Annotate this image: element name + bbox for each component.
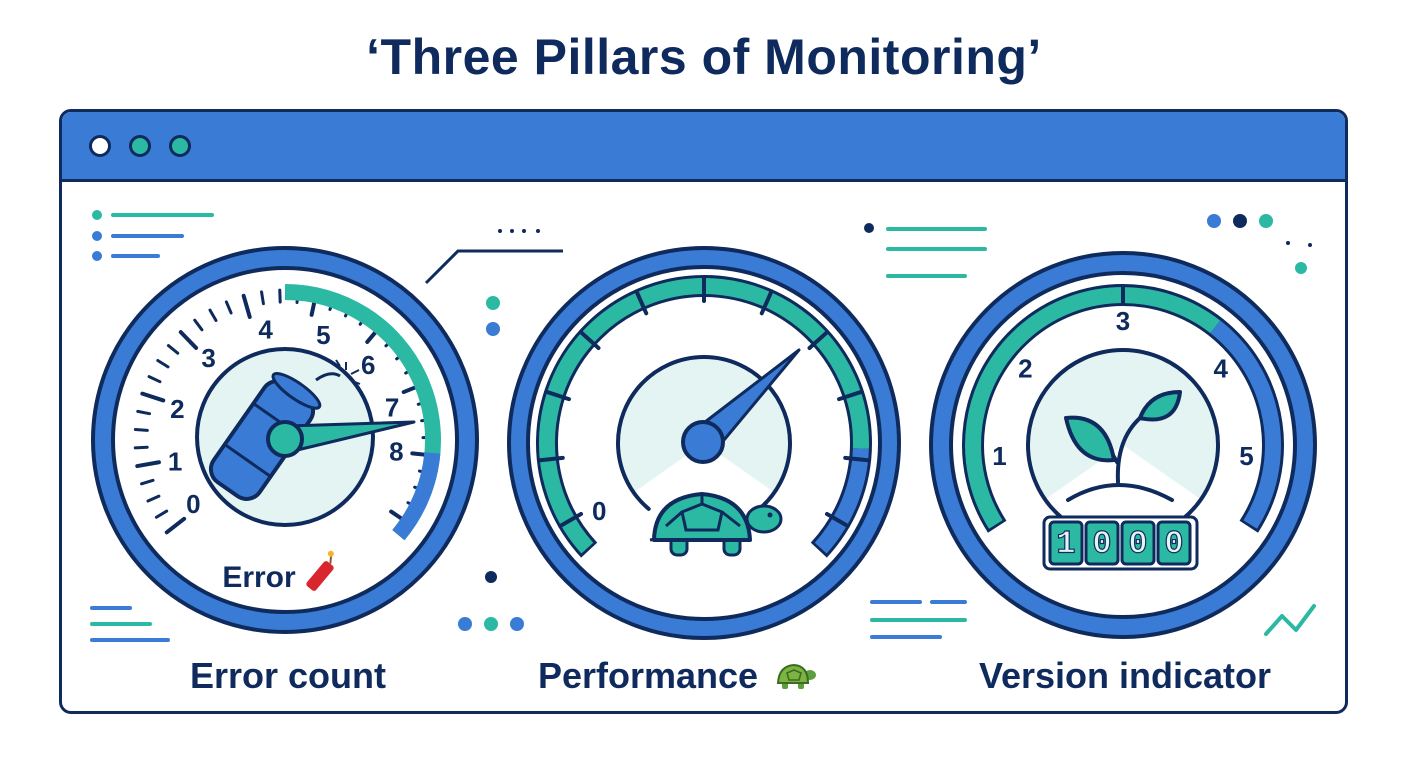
window-dot-icon[interactable] — [89, 135, 111, 157]
window-dot-icon[interactable] — [129, 135, 151, 157]
odometer-digit-box — [1120, 520, 1156, 566]
performance-scale-ticks — [536, 275, 872, 528]
error-count-caption: Error count — [189, 655, 386, 696]
odometer-digit: 0 — [1092, 526, 1111, 563]
scale-tick — [241, 293, 252, 319]
scale-tick — [133, 428, 149, 432]
scale-label-8: 8 — [389, 437, 403, 467]
scale-tick — [156, 359, 170, 369]
scale-label-0: 0 — [186, 489, 200, 519]
scale-tick — [140, 478, 155, 486]
scale-label-7: 7 — [385, 392, 399, 422]
scale-tick — [208, 308, 218, 322]
scale-tick — [135, 460, 161, 469]
error-inner-label: Error — [222, 561, 296, 594]
critical-zone-arc — [392, 452, 441, 541]
scale-label-4: 4 — [1213, 354, 1228, 384]
decor-connector-line-icon — [424, 229, 563, 285]
window-titlebar — [62, 112, 1345, 182]
error-needle — [266, 420, 416, 458]
decor-top-right-lines-icon — [864, 223, 987, 278]
scale-tick — [824, 512, 850, 528]
performance-needle — [681, 348, 801, 464]
scale-label-5: 5 — [316, 320, 330, 350]
scale-tick — [140, 391, 166, 403]
scale-tick — [147, 375, 162, 384]
scale-tick — [558, 512, 584, 528]
scale-tick — [260, 290, 265, 306]
scale-tick — [807, 329, 830, 350]
scale-tick — [224, 300, 233, 315]
scale-tick — [634, 289, 649, 316]
version-indicator-caption: Version indicator — [978, 655, 1272, 696]
scale-label-1: 1 — [168, 446, 182, 476]
odometer-digit: 0 — [1164, 526, 1183, 563]
decor-bottom-center-dots-icon — [458, 571, 524, 631]
scale-tick — [193, 318, 204, 332]
version-inner-dial — [1030, 351, 1216, 499]
performance-caption: Performance — [488, 655, 868, 697]
scale-arc-teal — [538, 278, 869, 554]
scale-label-3: 3 — [1116, 306, 1130, 336]
scale-label-0: 0 — [592, 496, 606, 526]
scale-tick — [154, 509, 169, 519]
decor-center-dots-icon — [486, 296, 500, 336]
scale-tick — [759, 289, 774, 316]
odometer-digit-box — [1084, 520, 1120, 566]
scale-label-6: 6 — [361, 350, 375, 380]
spark-icon — [335, 359, 361, 385]
scale-label-5: 5 — [1239, 441, 1253, 471]
scale-tick — [578, 329, 601, 350]
scale-tick — [843, 455, 872, 463]
performance-gauge: 0 — [507, 246, 901, 640]
error-danger-zone — [284, 284, 441, 541]
scale-tick — [166, 344, 180, 355]
performance-caption-text: Performance — [537, 655, 759, 696]
page-title: ‘Three Pillars of Monitoring’ — [366, 29, 1042, 85]
scale-tick — [837, 389, 864, 402]
turtle-icon — [649, 492, 783, 557]
scale-label-1: 1 — [992, 441, 1006, 471]
version-scale-arc — [962, 284, 1284, 533]
scale-tick — [536, 455, 565, 463]
decor-right-dots-icon — [1207, 214, 1312, 274]
turtle-icon — [777, 663, 817, 689]
scale-label-4: 4 — [258, 315, 273, 345]
scale-label-2: 2 — [170, 394, 184, 424]
scale-tick — [146, 494, 161, 503]
dynamite-icon — [306, 550, 334, 591]
scale-label-2: 2 — [1018, 354, 1032, 384]
window-dot-icon[interactable] — [169, 135, 191, 157]
odometer-digit: 0 — [1128, 526, 1147, 563]
decor-trend-icon — [1264, 604, 1316, 636]
odometer-digit: 1 — [1056, 526, 1075, 563]
scale-arc-blue — [1210, 320, 1281, 529]
odometer-digit-box — [1048, 520, 1084, 566]
scale-tick — [178, 330, 199, 350]
scale-arc-teal — [965, 287, 1221, 529]
sprout-icon — [1064, 390, 1182, 502]
scale-tick — [136, 409, 152, 416]
decor-top-left-lines-icon — [92, 210, 214, 261]
scale-tick — [133, 445, 149, 450]
scale-tick — [164, 516, 187, 535]
decor-bottom-left-lines-icon — [90, 606, 170, 642]
scale-tick — [544, 389, 571, 402]
decor-bottom-right-lines-icon — [870, 600, 967, 639]
scale-label-3: 3 — [201, 343, 215, 373]
odometer-digit-box — [1156, 520, 1192, 566]
